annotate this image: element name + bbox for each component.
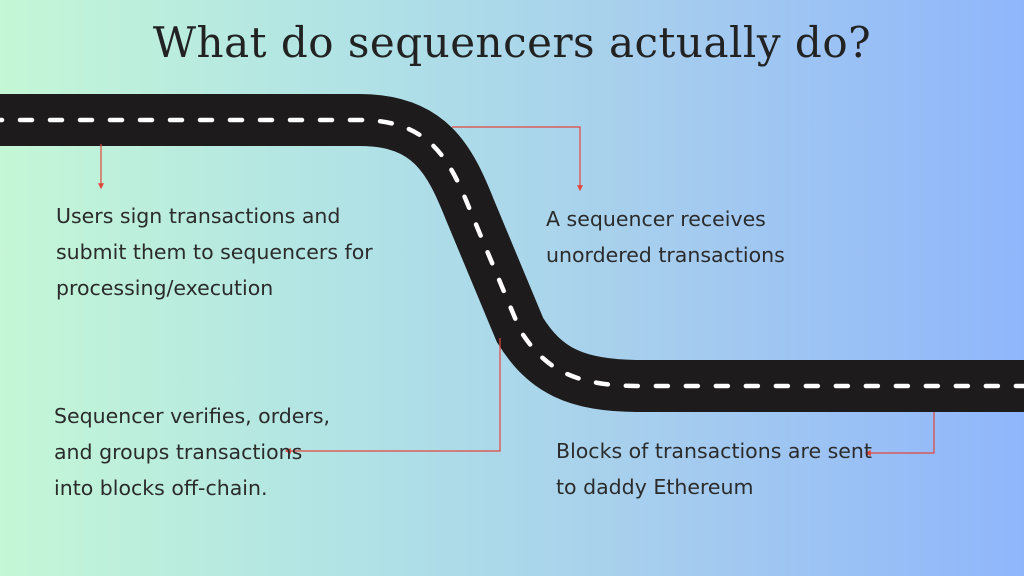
connector-verify — [284, 338, 501, 454]
road-center-dashes — [0, 117, 1024, 389]
step-verify-order-group: Sequencer verifies, orders, and groups t… — [54, 404, 331, 500]
step-send-to-ethereum: Blocks of transactions are sent to daddy… — [556, 439, 872, 499]
connector-receive — [452, 126, 583, 192]
step-users-submit: Users sign transactions and submit them … — [56, 204, 373, 300]
step-receive: A sequencer receives unordered transacti… — [546, 207, 785, 267]
page-title: What do sequencers actually do? — [152, 18, 872, 67]
connector-send — [864, 412, 935, 456]
